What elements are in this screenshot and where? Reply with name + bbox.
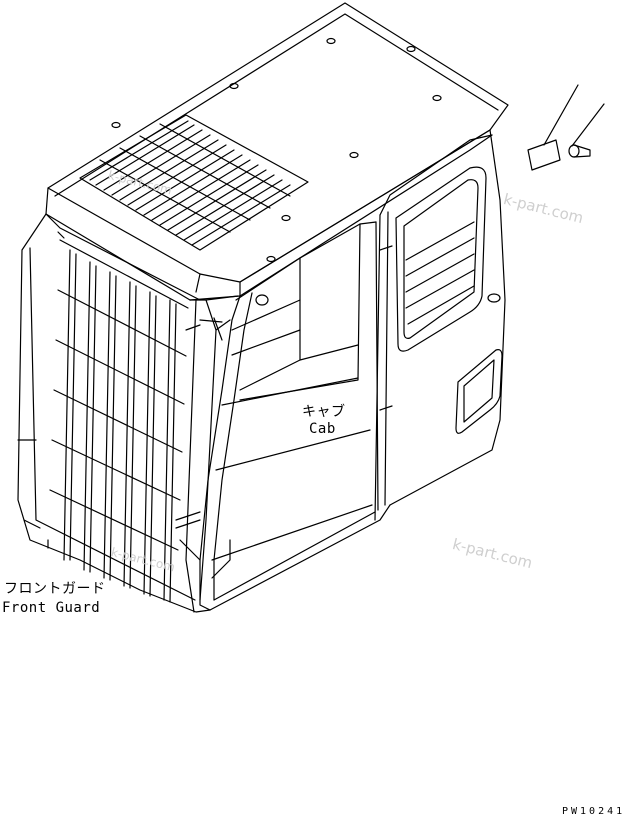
- cab-label-jp: キャブ: [302, 404, 346, 420]
- cab-label-en: Cab: [309, 421, 336, 437]
- label-plate-detail: [527, 84, 605, 171]
- cab-door-frame: [211, 221, 379, 579]
- roof-grille: [79, 114, 309, 251]
- front-guard-label-en: Front Guard: [2, 600, 101, 616]
- door-hardware: [255, 245, 501, 411]
- drawing-code: PW10241: [562, 806, 626, 817]
- cab-door-window: [395, 166, 487, 352]
- cab-side-window: [455, 349, 503, 434]
- front-guard-label-jp: フロントガード: [4, 581, 106, 597]
- roof-bolts: [111, 37, 442, 263]
- cab-roof: [45, 2, 509, 301]
- front-guard: [17, 213, 239, 613]
